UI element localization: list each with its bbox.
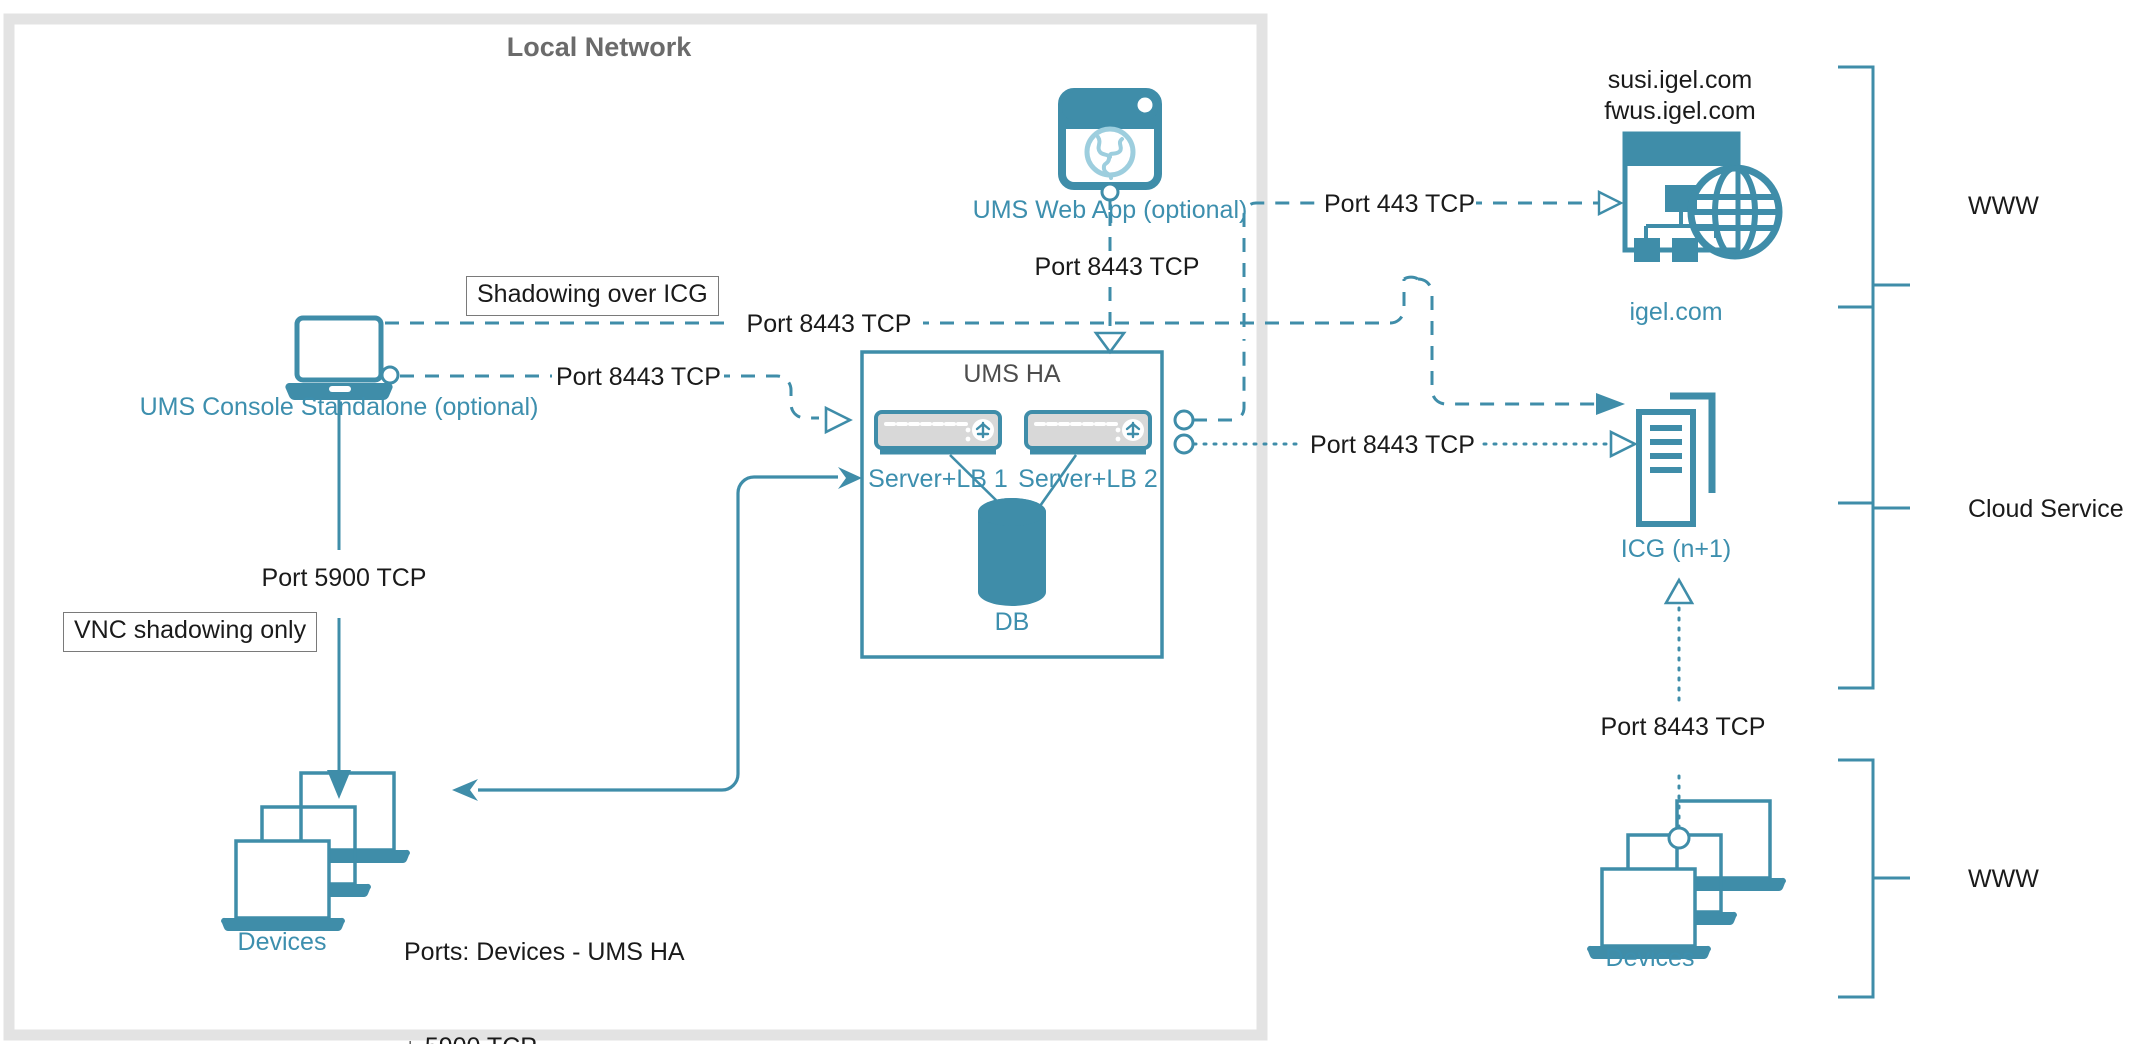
host-label-fwus: fwus.igel.com [1604,97,1756,125]
conn-label-devices-to-icg: Port 8443 TCP [1593,713,1773,743]
website-globe-icon [1622,131,1783,262]
conn-label-ha-to-icg: Port 8443 TCP [1303,431,1482,461]
node-label-server-lb-1: Server+LB 1 [868,465,1008,493]
node-label-devices-www: Devices [1605,944,1695,972]
rack-server-icon-1 [874,410,1003,507]
connection-devices-to-icg [1663,577,1695,830]
zone-label-cloud-service: Cloud Service [1968,495,2124,523]
connection-devices-to-ha [452,467,862,801]
connection-webapp-to-igel [1242,190,1624,327]
local-network-boundary [3,13,1268,1041]
ports-note-title: Ports: Devices - UMS HA [404,937,685,966]
host-label-susi: susi.igel.com [1607,66,1753,94]
laptops-stack-icon-local [221,771,410,932]
laptops-stack-icon-www [1587,799,1786,960]
gateway-server-icon [1636,392,1716,527]
database-cylinder-icon [978,498,1046,606]
laptop-icon [285,315,400,401]
note-shadowing-over-icg: Shadowing over ICG [466,276,719,316]
node-label-ums-web-app: UMS Web App (optional) [972,196,1248,224]
ums-ha-box [860,350,1164,659]
conn-label-webapp-to-ha: Port 8443 TCP [1027,253,1207,283]
node-label-ums-ha: UMS HA [963,360,1061,388]
zone-bracket-www-bottom [1838,758,1910,999]
connection-console-to-ha [400,374,853,435]
note-vnc-shadowing-only: VNC shadowing only [63,612,318,652]
node-label-devices-local: Devices [237,928,327,956]
node-label-server-lb-2: Server+LB 2 [1018,465,1158,493]
connection-console-icg-shadow [385,275,1625,415]
node-label-ums-console: UMS Console Standalone (optional) [139,393,539,421]
connection-ha-to-icg [1173,429,1638,459]
connection-console-to-devices [327,392,351,799]
connection-ha-to-www [1173,339,1246,431]
node-label-igel-com: igel.com [1629,298,1723,326]
conn-label-console-to-ha: Port 8443 TCP [552,363,724,393]
browser-globe-icon [1058,88,1162,210]
conn-label-webapp-to-igel: Port 443 TCP [1320,190,1476,220]
zone-label-www-bottom: WWW [1968,865,2039,893]
page-title: Local Network [506,32,692,62]
zone-label-www-top: WWW [1968,192,2039,220]
ports-note-line: ↓·5900 TCP [404,1032,685,1044]
rack-server-icon-2 [1024,410,1152,507]
node-label-db: DB [994,608,1030,636]
conn-label-console-icg-shadow: Port 8443 TCP [735,310,923,340]
conn-label-console-to-devices: Port 5900 TCP [254,564,434,594]
zone-bracket-cloud-service-2 [1838,305,1910,690]
node-label-icg: ICG (n+1) [1620,535,1732,563]
ports-note: Ports: Devices - UMS HA ↓·5900 TCP ↓·300… [404,873,685,1044]
